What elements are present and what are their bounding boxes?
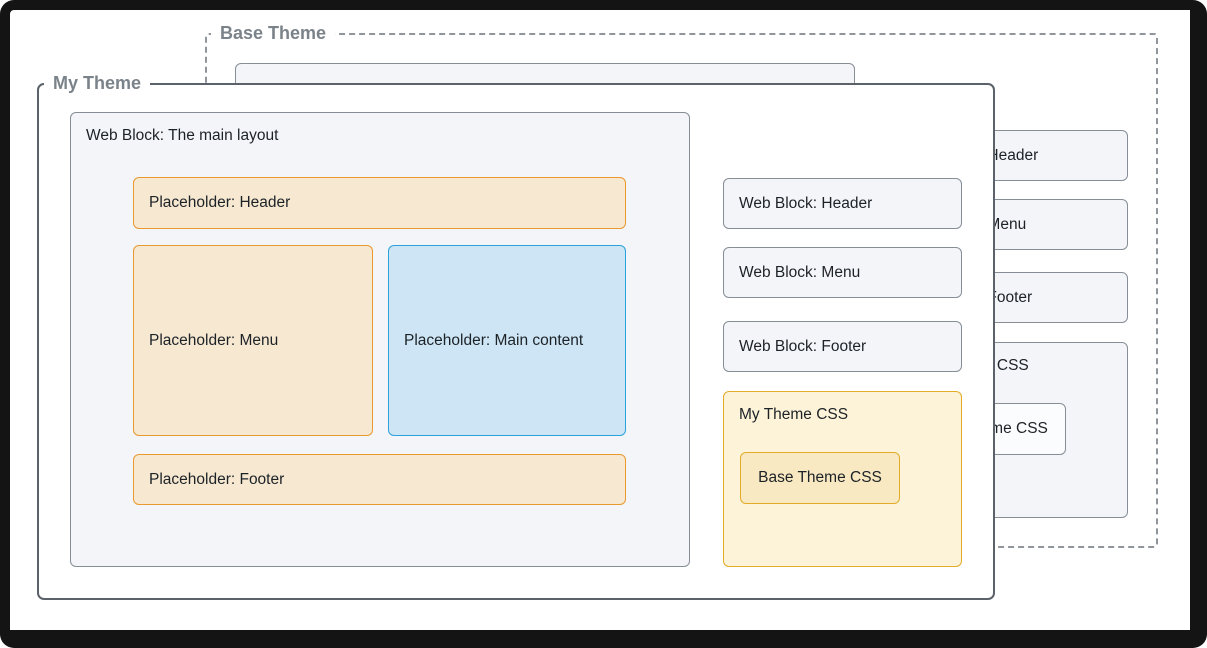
placeholder-footer-box: Placeholder: Footer	[133, 454, 626, 505]
placeholder-menu-box: Placeholder: Menu	[133, 245, 373, 436]
base-theme-title: Base Theme	[211, 23, 336, 43]
placeholder-header-box: Placeholder: Header	[133, 177, 626, 229]
my-theme-title: My Theme	[44, 73, 151, 93]
my-web-block-menu-label: Web Block: Menu	[739, 263, 861, 281]
my-web-block-menu-box: Web Block: Menu	[723, 247, 962, 298]
placeholder-menu-label: Placeholder: Menu	[149, 331, 279, 349]
placeholder-footer-label: Placeholder: Footer	[149, 470, 285, 488]
my-web-block-header-label: Web Block: Header	[739, 194, 873, 212]
my-theme-css-nested-box: Base Theme CSS	[740, 452, 900, 504]
placeholder-header-label: Placeholder: Header	[149, 194, 291, 211]
my-web-block-header-box: Web Block: Header	[723, 178, 962, 229]
my-theme-css-label: My Theme CSS	[739, 406, 849, 423]
my-main-layout-label: Web Block: The main layout	[86, 127, 279, 144]
placeholder-main-content-label: Placeholder: Main content	[404, 331, 584, 349]
my-web-block-footer-label: Web Block: Footer	[739, 337, 867, 355]
my-theme-css-nested-label: Base Theme CSS	[758, 469, 882, 486]
my-web-block-footer-box: Web Block: Footer	[723, 321, 962, 372]
placeholder-main-content-box: Placeholder: Main content	[388, 245, 626, 436]
